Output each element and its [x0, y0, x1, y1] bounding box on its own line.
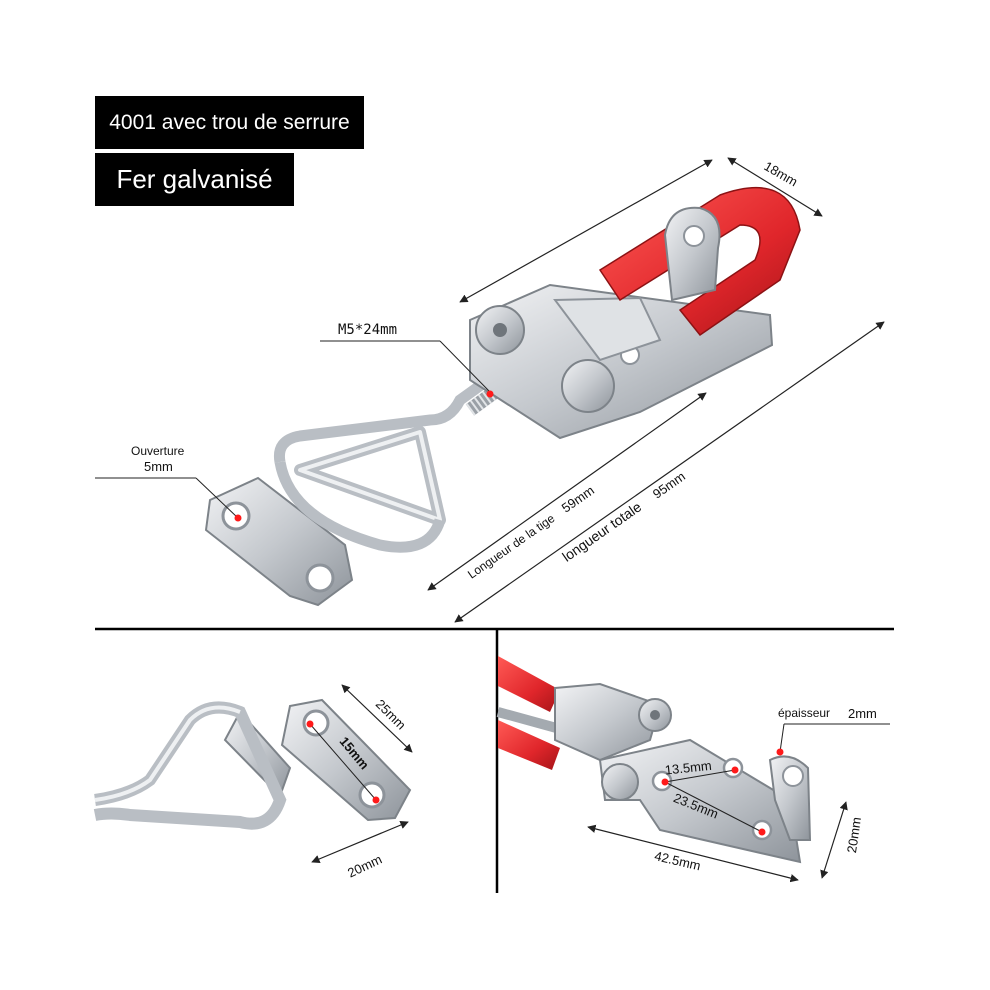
- width-dim-text: 18mm: [762, 158, 801, 189]
- base-length-text: 42.5mm: [653, 848, 702, 873]
- hole-spacing-line: [309, 723, 377, 801]
- total-length-value: 95mm: [650, 469, 688, 502]
- left-width-dimension-line: [311, 821, 409, 863]
- thickness-value: 2mm: [848, 706, 877, 721]
- rod-length-value: 59mm: [559, 483, 597, 516]
- left-height-dim-text: 25mm: [373, 696, 409, 732]
- rod-length-label: Longueur de la tige: [465, 511, 557, 582]
- keeper-plate-detail: [93, 698, 412, 830]
- opening-marker: [234, 514, 242, 522]
- model-label: 4001 avec trou de serrure: [95, 96, 364, 149]
- base-length-dimension-line: [587, 824, 799, 883]
- opening-value: 5mm: [144, 459, 173, 474]
- bolt-spec-text: M5*24mm: [338, 322, 397, 338]
- total-length-dimension-line: [454, 321, 885, 623]
- thickness-label: épaisseur: [778, 706, 830, 720]
- width-dimension-line: [727, 157, 823, 217]
- left-width-dim-text: 20mm: [345, 852, 384, 881]
- bolt-marker: [486, 390, 494, 398]
- opening-label: Ouverture: [131, 444, 185, 458]
- left-height-dimension-line: [341, 684, 413, 753]
- base-height-dimension-line: [820, 801, 848, 879]
- short-spacing-text: 13.5mm: [664, 758, 712, 778]
- top-length-dimension-line: [459, 159, 713, 303]
- material-label: Fer galvanisé: [95, 153, 294, 206]
- base-height-text: 20mm: [844, 816, 864, 854]
